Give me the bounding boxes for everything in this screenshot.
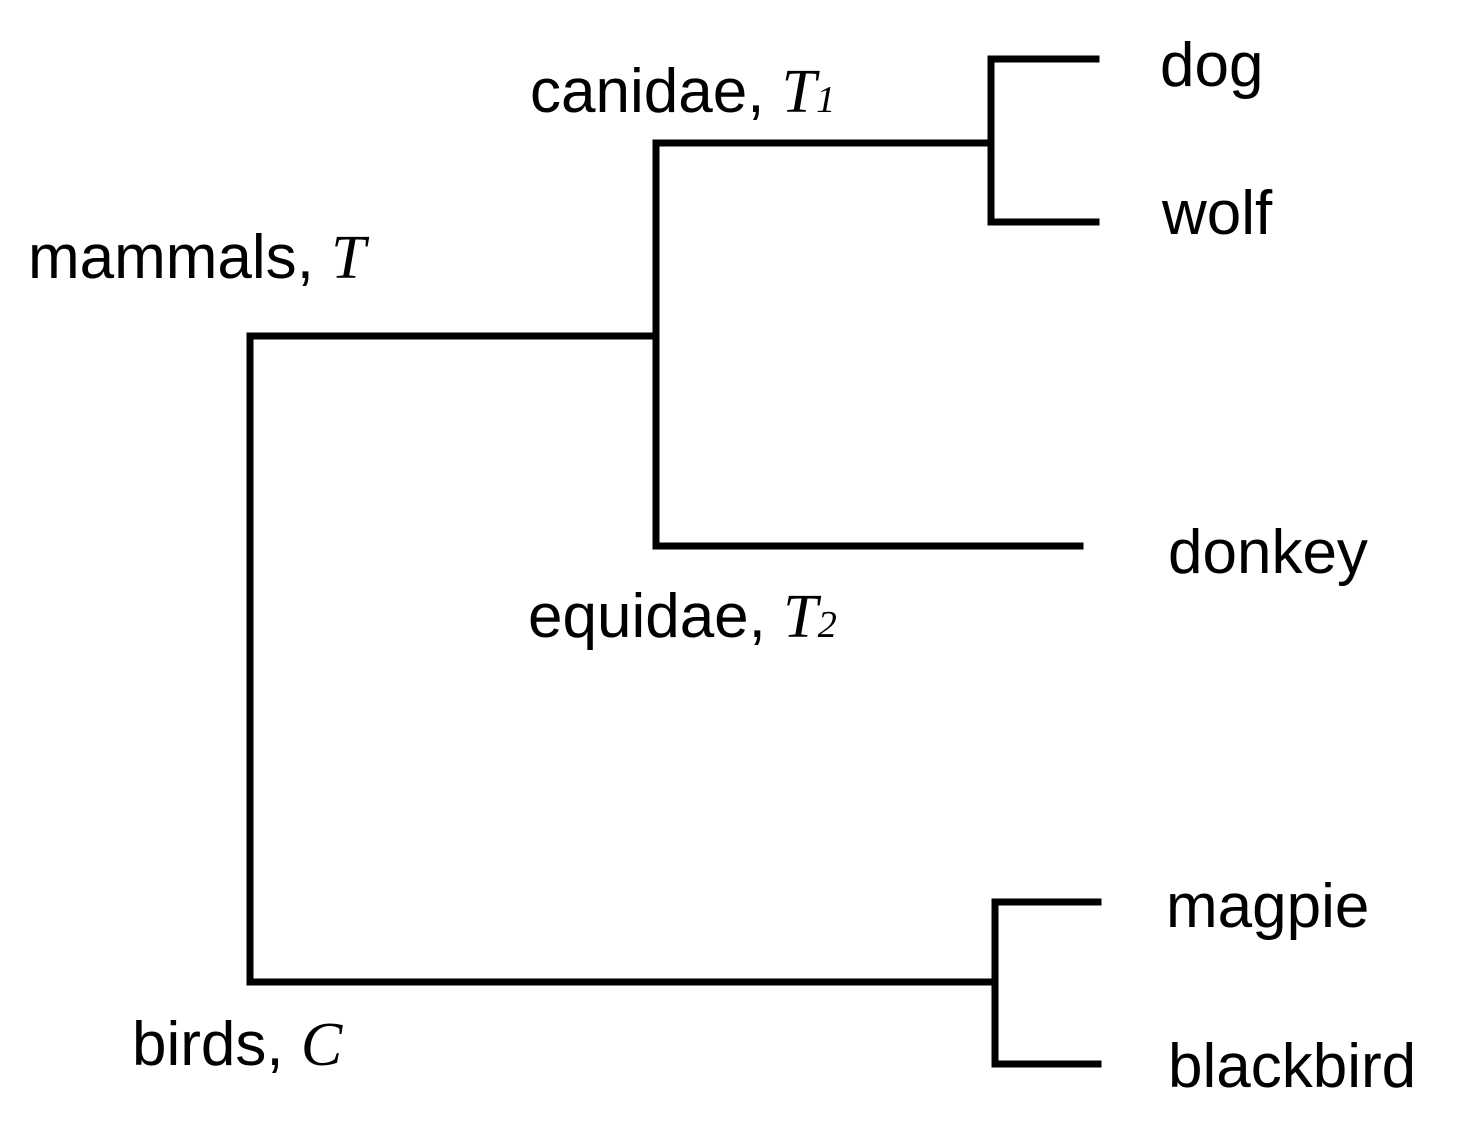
equidae-sep: , — [748, 582, 784, 651]
mammals-symbol: T — [331, 224, 366, 292]
equidae-symbol: T — [783, 583, 818, 651]
birds-node-label: birds, C — [132, 1011, 343, 1079]
leaf-donkey: donkey — [1168, 518, 1368, 587]
canidae-symbol: T — [781, 58, 817, 126]
birds-symbol: C — [300, 1011, 343, 1079]
leaf-wolf: wolf — [1162, 179, 1273, 248]
mammals-sep: , — [296, 223, 332, 292]
canidae-sep: , — [747, 57, 782, 126]
equidae-name: equidae — [528, 582, 749, 651]
canidae-name: canidae — [530, 57, 748, 126]
mammals-name: mammals — [28, 223, 297, 292]
canidae-node-label: canidae, T1 — [530, 58, 836, 126]
birds-sep: , — [266, 1010, 301, 1079]
equidae-subscript: 2 — [817, 604, 837, 646]
equidae-node-label: equidae, T2 — [528, 583, 837, 651]
leaf-magpie: magpie — [1166, 872, 1370, 941]
leaf-blackbird: blackbird — [1168, 1032, 1417, 1101]
birds-name: birds — [132, 1010, 267, 1079]
canidae-subscript: 1 — [816, 79, 836, 121]
mammals-node-label: mammals, T — [28, 224, 366, 292]
leaf-dog: dog — [1160, 31, 1264, 100]
